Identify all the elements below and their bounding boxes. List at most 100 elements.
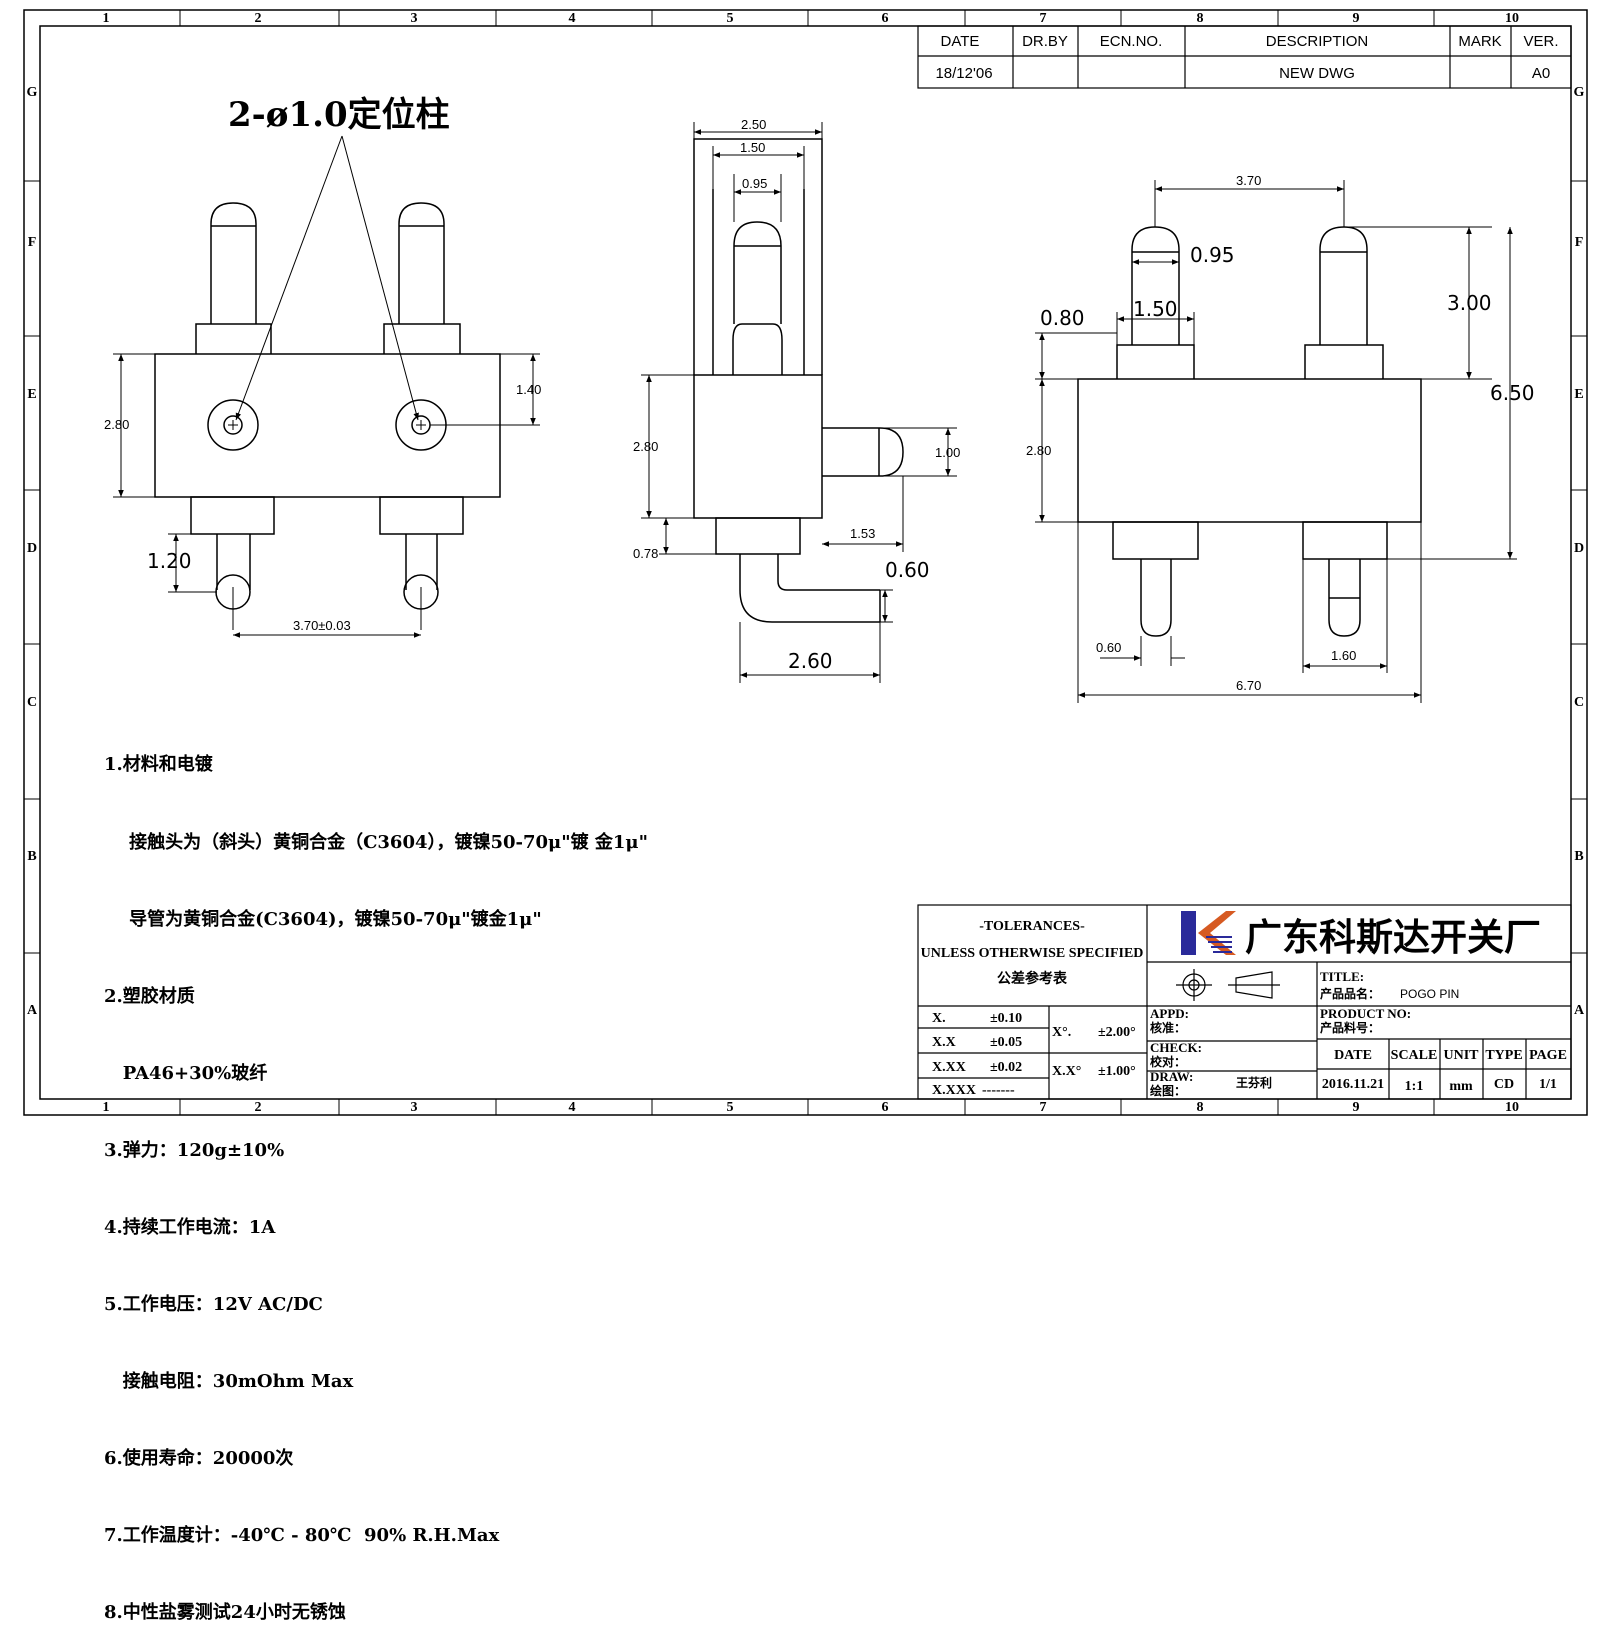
ang-key-1: X°. xyxy=(1052,1025,1071,1040)
tolerance-subtitle: UNLESS OTHERWISE SPECIFIED xyxy=(921,946,1144,961)
zone-column-label: 4 xyxy=(569,11,576,26)
meta-header-type: TYPE xyxy=(1485,1048,1522,1063)
dim-pin-dia: 1.00 xyxy=(935,445,960,460)
meta-header-page: PAGE xyxy=(1529,1048,1567,1063)
note-line: 接触电阻：30mOhm Max xyxy=(104,1371,354,1393)
zone-column-label: 6 xyxy=(882,11,889,26)
zone-column-label: 1 xyxy=(103,1100,110,1115)
zone-row-label: E xyxy=(27,387,36,402)
zone-row-label: G xyxy=(1574,85,1585,100)
zone-column-label: 5 xyxy=(727,11,734,26)
dim-outer-width: 2.50 xyxy=(741,117,766,132)
note-line: 7.工作温度计：-40℃ - 80℃ 90% R.H.Max xyxy=(104,1525,500,1547)
zone-column-label: 9 xyxy=(1353,11,1360,26)
note-line: 导管为黄铜合金(C3604)，镀镍50-70μ"镀金1μ" xyxy=(104,908,542,930)
dim-right-barrel: 1.50 xyxy=(1133,297,1178,321)
zone-column-label: 4 xyxy=(569,1100,576,1115)
side-housing xyxy=(693,374,823,519)
meta-scale: 1:1 xyxy=(1405,1079,1424,1094)
tol-val-2: ±0.05 xyxy=(990,1035,1022,1050)
technical-notes: 1.材料和电镀 接触头为（斜头）黄铜合金（C3604），镀镍50-70μ"镀 金… xyxy=(104,701,648,1652)
right-view: 3.70 2.80 0.60 1.60 6.70 0.95 1.50 0.80 … xyxy=(1026,173,1535,703)
zone-row-label: B xyxy=(1574,849,1583,864)
product-name: POGO PIN xyxy=(1400,987,1459,1001)
meta-header-date: DATE xyxy=(1334,1048,1372,1063)
product-no-cn: 产品料号： xyxy=(1320,1020,1380,1035)
rev-ver: A0 xyxy=(1532,65,1550,82)
locating-pin-callout: 2-ø1.0定位柱 xyxy=(228,95,450,135)
front-view: 2-ø1.0定位柱 xyxy=(104,95,541,638)
zone-row-label: F xyxy=(28,235,37,250)
meta-type: CD xyxy=(1494,1077,1514,1092)
zone-column-label: 3 xyxy=(411,1100,418,1115)
note-line: 2.塑胶材质 xyxy=(104,985,195,1007)
dim-pitch: 3.70±0.03 xyxy=(293,618,351,633)
name-label: 产品品名： xyxy=(1320,986,1380,1001)
dim-mid-width: 1.50 xyxy=(740,140,765,155)
rev-description: NEW DWG xyxy=(1279,65,1355,82)
zone-row-label: C xyxy=(1574,695,1584,710)
tol-key-1: X. xyxy=(932,1011,946,1026)
rev-header-mark: MARK xyxy=(1458,33,1501,50)
drawer-name: 王芬利 xyxy=(1236,1075,1272,1090)
zone-row-label: D xyxy=(1574,541,1584,556)
dim-side-height: 2.80 xyxy=(633,439,658,454)
ang-val-1: ±2.00° xyxy=(1098,1025,1136,1040)
note-line: 4.持续工作电流：1A xyxy=(104,1216,276,1238)
rev-header-description: DESCRIPTION xyxy=(1266,33,1369,50)
dim-right-tip: 0.95 xyxy=(1190,243,1235,267)
note-line: 8.中性盐雾测试24小时无锈蚀 xyxy=(104,1602,346,1624)
zone-row-label: G xyxy=(27,85,38,100)
tol-val-4: ------- xyxy=(982,1083,1015,1098)
zone-column-label: 7 xyxy=(1040,11,1047,26)
dim-right-sleeve: 0.80 xyxy=(1040,306,1085,330)
meta-header-unit: UNIT xyxy=(1443,1048,1479,1063)
rev-date: 18/12'06 xyxy=(935,65,992,82)
zone-column-label: 8 xyxy=(1197,1100,1204,1115)
tolerance-cn: 公差参考表 xyxy=(997,970,1068,987)
tol-val-1: ±0.10 xyxy=(990,1011,1022,1026)
note-line: 6.使用寿命：20000次 xyxy=(104,1448,294,1470)
zone-row-label: A xyxy=(27,1003,38,1018)
meta-header-scale: SCALE xyxy=(1391,1048,1438,1063)
dim-right-tail-dia: 0.60 xyxy=(1096,640,1121,655)
zone-column-label: 7 xyxy=(1040,1100,1047,1115)
tol-val-3: ±0.02 xyxy=(990,1060,1022,1075)
tol-key-2: X.X xyxy=(932,1035,956,1050)
revision-table: DATE DR.BY ECN.NO. DESCRIPTION MARK VER.… xyxy=(917,25,1572,89)
dim-tail: 1.20 xyxy=(147,549,192,573)
zone-row-label: F xyxy=(1575,235,1584,250)
dim-right-width: 6.70 xyxy=(1236,678,1261,693)
zone-row-label: C xyxy=(27,695,37,710)
note-line: 接触头为（斜头）黄铜合金（C3604），镀镍50-70μ"镀 金1μ" xyxy=(104,831,648,853)
zone-row-label: B xyxy=(27,849,36,864)
tol-key-4: X.XXX xyxy=(932,1083,976,1098)
dim-right-pitch: 3.70 xyxy=(1236,173,1261,188)
company-name: 广东科斯达开关厂 xyxy=(1245,916,1541,959)
company-logo xyxy=(1180,910,1236,956)
title-label: TITLE: xyxy=(1320,969,1364,984)
check-cn: 校对： xyxy=(1150,1054,1186,1069)
dim-height: 2.80 xyxy=(104,417,129,432)
zone-column-label: 10 xyxy=(1505,11,1519,26)
rev-header-ecn: ECN.NO. xyxy=(1100,33,1163,50)
zone-column-label: 5 xyxy=(727,1100,734,1115)
projection-symbol xyxy=(1176,969,1280,1001)
appd-cn: 核准： xyxy=(1150,1020,1186,1035)
draw-cn: 绘图： xyxy=(1150,1083,1186,1098)
note-line: 3.弹力：120g±10% xyxy=(104,1139,285,1161)
zone-row-label: E xyxy=(1574,387,1583,402)
zone-column-label: 8 xyxy=(1197,11,1204,26)
appd-label: APPD: xyxy=(1150,1006,1189,1021)
zone-column-label: 6 xyxy=(882,1100,889,1115)
zone-column-label: 9 xyxy=(1353,1100,1360,1115)
dim-tail-length: 2.60 xyxy=(788,649,833,673)
dim-tail-thickness: 0.60 xyxy=(885,558,930,582)
meta-page: 1/1 xyxy=(1539,1077,1557,1092)
dim-half-height: 1.40 xyxy=(516,382,541,397)
title-block: -TOLERANCES- UNLESS OTHERWISE SPECIFIED … xyxy=(917,904,1572,1100)
meta-unit: mm xyxy=(1449,1079,1473,1094)
meta-date: 2016.11.21 xyxy=(1322,1077,1384,1092)
